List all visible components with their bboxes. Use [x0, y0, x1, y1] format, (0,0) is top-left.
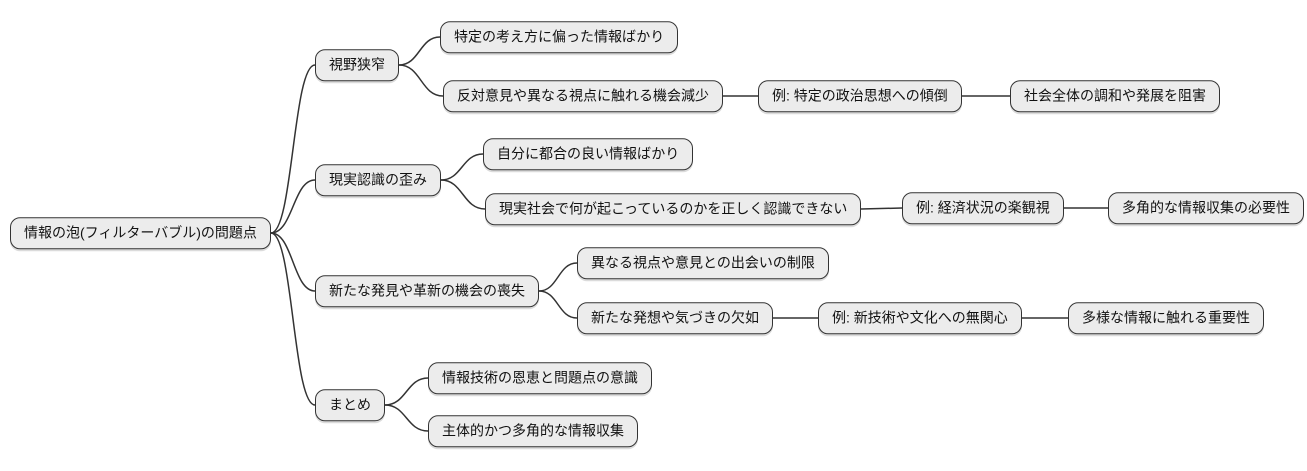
mindmap-node-n1b: 反対意見や異なる視点に触れる機会減少	[443, 80, 723, 112]
mindmap-node-n3b2: 多様な情報に触れる重要性	[1068, 302, 1264, 334]
mindmap-edge	[440, 179, 486, 210]
mindmap-edge	[384, 377, 429, 406]
mindmap-node-n4a: 情報技術の恩恵と問題点の意識	[428, 362, 652, 394]
mindmap-node-n1a: 特定の考え方に偏った情報ばかり	[440, 21, 679, 53]
mindmap-node-n2: 現実認識の歪み	[315, 164, 441, 196]
mindmap-edge	[538, 290, 578, 319]
mindmap-edge	[538, 262, 578, 292]
mindmap-edge	[270, 232, 316, 406]
mindmap-node-n4b: 主体的かつ多角的な情報収集	[428, 415, 638, 447]
mindmap-node-n3a: 異なる視点や意見との出会いの制限	[577, 247, 829, 279]
mindmap-node-n2b: 現実社会で何が起こっているのかを正しく認識できない	[485, 193, 862, 225]
mindmap-node-n2b2: 多角的な情報収集の必要性	[1108, 192, 1304, 224]
mindmap-edge	[270, 232, 316, 292]
mindmap-node-n3: 新たな発見や革新の機会の喪失	[315, 275, 539, 307]
mindmap-node-n3b1: 例: 新技術や文化への無関心	[818, 302, 1022, 334]
mindmap-node-n1: 視野狭窄	[315, 49, 399, 81]
mindmap-node-n2a: 自分に都合の良い情報ばかり	[483, 138, 694, 170]
mindmap-edge	[398, 64, 444, 97]
mindmap-edge	[270, 64, 316, 234]
mindmap-edge	[384, 404, 429, 432]
mindmap-edge	[440, 153, 484, 181]
mindmap-node-n3b: 新たな発想や気づきの欠如	[577, 302, 773, 334]
mindmap-edge	[860, 207, 903, 210]
mindmap-node-n4: まとめ	[315, 389, 385, 421]
mindmap-edge	[270, 179, 316, 234]
mindmap-node-n1b1: 例: 特定の政治思想への傾倒	[758, 80, 962, 112]
mindmap-node-n2b1: 例: 経済状況の楽観視	[902, 192, 1064, 224]
mindmap-edge	[398, 36, 441, 66]
mindmap-node-root: 情報の泡(フィルターバブル)の問題点	[10, 217, 271, 249]
mindmap-node-n1b2: 社会全体の調和や発展を阻害	[1010, 80, 1220, 112]
